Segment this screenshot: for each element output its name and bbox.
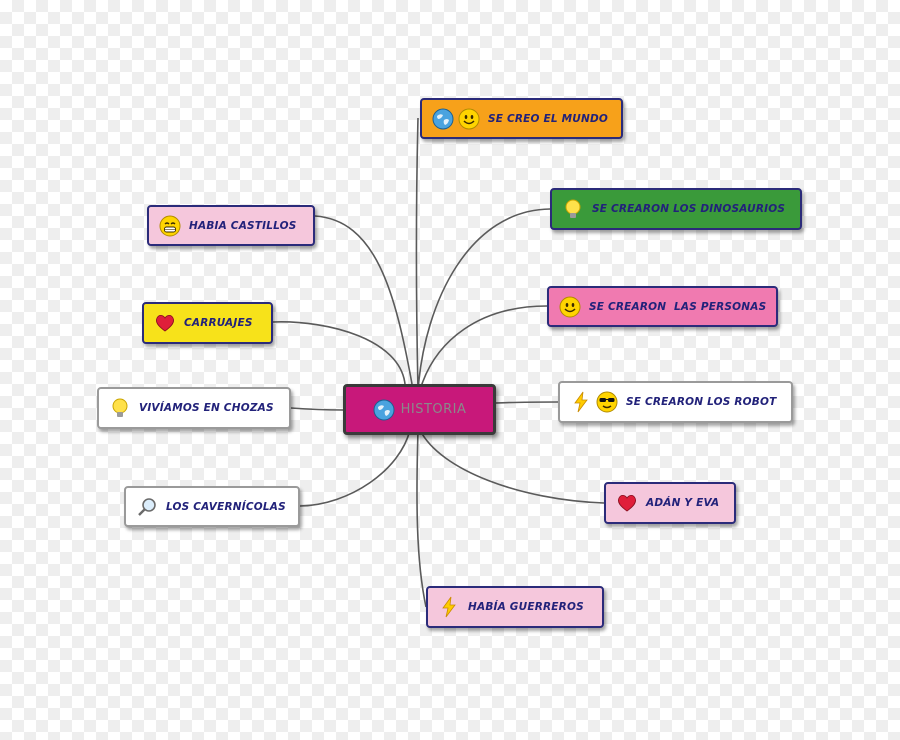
magnifier-icon (136, 496, 158, 518)
globe-icon (432, 108, 454, 130)
node-se-crearon-las-personas[interactable]: SE CREARON LAS PERSONAS (547, 286, 778, 327)
connector-se-crearon-los-robot (495, 401, 559, 404)
node-label: CARRUAJES (184, 317, 253, 329)
node-label: SE CREARON LAS PERSONAS (589, 300, 767, 313)
node-adan-y-eva[interactable]: ADÁN Y EVA (604, 482, 736, 524)
globe-icon (373, 399, 395, 421)
connector-habia-guerreros (416, 429, 427, 608)
node-label: SE CREARON LOS DINOSAURIOS (592, 203, 786, 215)
lightbulb-icon (562, 198, 584, 220)
lightbulb-icon (109, 397, 131, 419)
heart-icon (154, 312, 176, 334)
smiley-icon (559, 296, 581, 318)
connector-viviamos-en-chozas (290, 407, 344, 411)
node-los-cavernicolas[interactable]: LOS CAVERNÍCOLAS (124, 486, 300, 527)
connector-carruajes (272, 321, 406, 385)
node-label: LOS CAVERNÍCOLAS (166, 500, 286, 513)
connector-se-crearon-los-dinosaurios (417, 208, 551, 391)
connector-se-crearon-las-personas (419, 305, 548, 391)
node-viviamos-en-chozas[interactable]: VIVÍAMOS EN CHOZAS (97, 387, 291, 429)
cool-smiley-icon (596, 391, 618, 413)
node-label: ADÁN Y EVA (646, 497, 720, 509)
node-label: HABÍA GUERREROS (468, 601, 584, 613)
lightning-icon (438, 596, 460, 618)
connector-adan-y-eva (419, 429, 605, 504)
lightning-icon (570, 391, 592, 413)
root-node-historia[interactable]: HISTORIA (343, 384, 496, 435)
heart-icon (616, 492, 638, 514)
node-label: VIVÍAMOS EN CHOZAS (139, 402, 274, 414)
grin-icon (159, 215, 181, 237)
node-se-crearon-los-robot[interactable]: SE CREARON LOS ROBOT (558, 381, 793, 423)
node-se-crearon-los-dinosaurios[interactable]: SE CREARON LOS DINOSAURIOS (550, 188, 802, 230)
connector-habia-castillos (314, 215, 413, 385)
node-habia-guerreros[interactable]: HABÍA GUERREROS (426, 586, 604, 628)
node-label: HABIA CASTILLOS (189, 219, 297, 232)
connector-se-creo-el-mundo (415, 117, 419, 391)
node-label: SE CREARON LOS ROBOT (626, 396, 777, 408)
connector-los-cavernicolas (299, 429, 411, 507)
node-habia-castillos[interactable]: HABIA CASTILLOS (147, 205, 315, 246)
smiley-icon (458, 108, 480, 130)
node-se-creo-el-mundo[interactable]: SE CREO EL MUNDO (420, 98, 623, 139)
root-label: HISTORIA (400, 402, 467, 417)
node-carruajes[interactable]: CARRUAJES (142, 302, 273, 344)
node-label: SE CREO EL MUNDO (488, 112, 609, 125)
